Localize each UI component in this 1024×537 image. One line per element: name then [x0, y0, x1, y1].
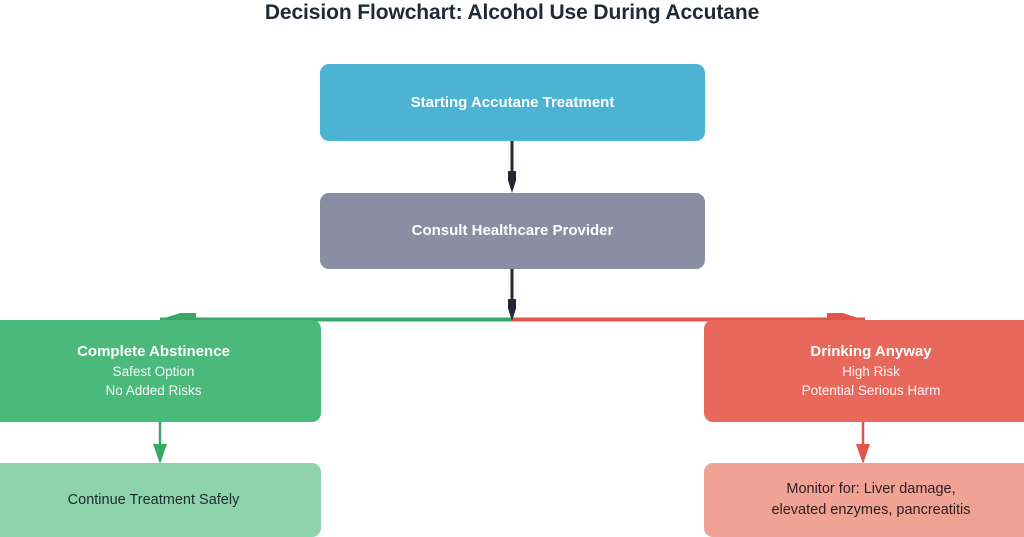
node-monitor-line-2: elevated enzymes, pancreatitis: [771, 502, 971, 518]
arrow-down-dark-head: [508, 299, 516, 321]
connector-abstinence-to-continue: [153, 422, 167, 464]
node-drinking-label: Drinking Anyway: [810, 343, 932, 360]
node-start-label: Starting Accutane Treatment: [410, 93, 615, 111]
node-drinking-detail-2: Potential Serious Harm: [801, 383, 941, 398]
node-consult-label: Consult Healthcare Provider: [411, 222, 614, 239]
node-consult-healthcare-provider[interactable]: Consult Healthcare Provider: [320, 193, 705, 269]
node-abstinence-detail-1: Safest Option: [112, 364, 195, 379]
arrow-down-green-head: [153, 444, 167, 464]
connector-start-to-consult: [508, 141, 516, 193]
node-abstinence-label: Complete Abstinence: [77, 343, 230, 360]
node-monitor-for-symptoms[interactable]: Monitor for: Liver damage, elevated enzy…: [704, 463, 1024, 537]
node-continue-label: Continue Treatment Safely: [67, 491, 240, 508]
node-drinking-anyway[interactable]: Drinking Anyway High Risk Potential Seri…: [704, 320, 1024, 422]
arrow-down-dark-head: [508, 171, 516, 193]
node-complete-abstinence[interactable]: Complete Abstinence Safest Option No Add…: [0, 320, 321, 422]
node-abstinence-detail-2: No Added Risks: [105, 383, 202, 398]
node-monitor-line-1: Monitor for: Liver damage,: [786, 481, 956, 497]
node-drinking-detail-1: High Risk: [842, 364, 900, 379]
node-starting-accutane-treatment[interactable]: Starting Accutane Treatment: [320, 64, 705, 141]
arrow-down-red-head: [856, 444, 870, 464]
page-title: Decision Flowchart: Alcohol Use During A…: [264, 1, 760, 24]
connector-drinking-to-monitor: [856, 422, 870, 464]
connector-consult-to-split: [508, 269, 516, 321]
node-continue-treatment-safely[interactable]: Continue Treatment Safely: [0, 463, 321, 537]
